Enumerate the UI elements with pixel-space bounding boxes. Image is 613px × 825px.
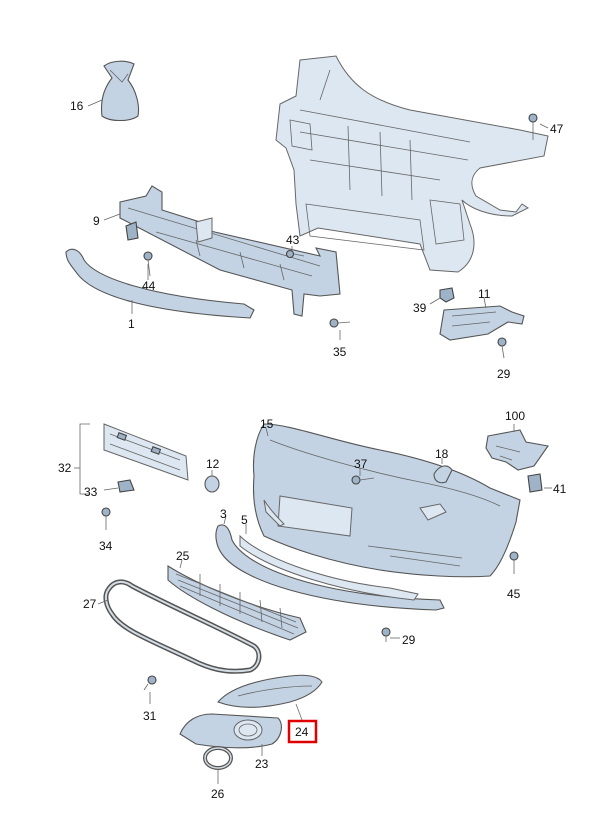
label-47: 47	[550, 122, 564, 136]
label-3: 3	[220, 507, 227, 521]
part-18-cover	[433, 465, 453, 484]
label-34: 34	[99, 539, 113, 553]
part-27-frame	[103, 579, 262, 674]
part-39-clip	[439, 287, 455, 303]
part-1-strip	[65, 248, 255, 319]
part-29-screw-bottom	[381, 627, 391, 642]
label-26: 26	[211, 787, 225, 801]
part-35-screw	[329, 318, 351, 328]
label-18: 18	[435, 447, 449, 461]
part-12-cap	[204, 475, 220, 493]
part-3-trim-strip	[215, 524, 445, 611]
part-23-foglight-cover	[179, 713, 282, 749]
label-15: 15	[260, 417, 274, 431]
part-29-screw-top	[497, 337, 507, 359]
label-35: 35	[333, 345, 347, 359]
label-25: 25	[176, 549, 190, 563]
label-11: 11	[478, 287, 491, 301]
part-32-plate-holder	[103, 423, 189, 481]
part-45-screw	[509, 551, 519, 574]
label-33: 33	[84, 485, 98, 499]
leader-47	[539, 123, 549, 129]
highlight-box-24	[287, 719, 318, 744]
label-32: 32	[58, 461, 72, 475]
label-45: 45	[507, 587, 521, 601]
label-27: 27	[83, 597, 97, 611]
label-100: 100	[505, 409, 525, 423]
part-26-ring	[203, 746, 233, 770]
label-24: 24	[295, 725, 309, 739]
part-37-screw	[351, 475, 375, 485]
leader-3	[223, 515, 227, 525]
leader-27	[97, 599, 109, 605]
part-100-bracket	[485, 429, 549, 471]
part-31-screw	[143, 675, 157, 691]
label-9: 9	[93, 214, 100, 228]
leader-24	[295, 703, 303, 721]
label-29-top: 29	[497, 367, 511, 381]
label-41: 41	[553, 482, 567, 496]
lock-carrier	[275, 55, 549, 273]
label-1: 1	[128, 317, 135, 331]
part-44-screw	[143, 251, 153, 277]
part-24-trim	[217, 674, 323, 708]
leader-9	[103, 213, 121, 221]
label-39: 39	[413, 301, 427, 315]
part-5-trim-strip	[239, 534, 419, 601]
label-16: 16	[70, 99, 84, 113]
label-31: 31	[143, 709, 157, 723]
label-43: 43	[286, 233, 300, 247]
leader-25	[179, 559, 183, 569]
part-47-screw	[528, 113, 538, 140]
part-41-clip	[527, 473, 543, 493]
leader-15	[265, 427, 269, 437]
leader-16	[87, 99, 103, 107]
part-34-screw	[101, 507, 111, 530]
label-23: 23	[255, 757, 269, 771]
part-16-cover	[100, 60, 140, 122]
part-9-impact-beam	[119, 185, 341, 317]
part-33-clip	[117, 479, 135, 493]
bracket-32	[79, 423, 90, 495]
leader-33	[103, 487, 119, 491]
leader-39	[429, 297, 441, 305]
label-12: 12	[206, 457, 220, 471]
label-29-bottom: 29	[402, 633, 416, 647]
part-15-bumper-cover	[252, 423, 521, 578]
leader-11	[483, 297, 487, 309]
part-43-screw	[285, 249, 305, 259]
part-11-bracket	[439, 305, 525, 341]
label-37: 37	[354, 457, 368, 471]
part-25-grille	[167, 564, 307, 641]
label-5: 5	[241, 513, 248, 527]
